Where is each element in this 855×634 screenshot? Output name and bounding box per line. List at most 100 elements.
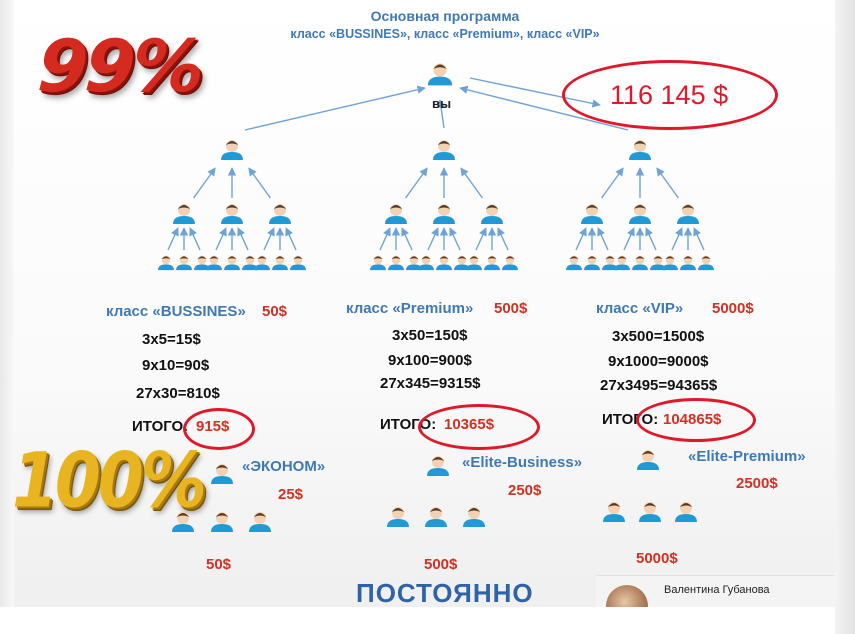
total-value-circle: [183, 408, 255, 450]
bonus-row-person-icon: [211, 512, 233, 532]
bonus-class-name: «Elite-Premium»: [688, 448, 806, 465]
level3-person-icon: [242, 255, 258, 271]
level3-person-icon: [272, 255, 288, 271]
bonus-person-icon: [637, 450, 659, 470]
level1-person-icon: [221, 140, 243, 160]
level2-person-icon: [629, 204, 651, 224]
connector-arrow: [237, 227, 249, 251]
class-vip-price: 5000$: [712, 300, 754, 317]
level3-person-icon: [614, 255, 630, 271]
level3-person-icon: [602, 255, 618, 271]
level3-person-icon: [418, 255, 434, 271]
level2-person-icon: [221, 204, 243, 224]
level3-person-icon: [388, 255, 404, 271]
bonus-class-name: «Elite-Business»: [462, 454, 583, 471]
class-bussines-price: 50$: [262, 303, 288, 320]
level3-person-icon: [632, 255, 648, 271]
level3-person-icon: [370, 255, 386, 271]
connector-arrow: [497, 227, 509, 251]
bonus-person-icon: [211, 464, 233, 484]
level2-person-icon: [481, 204, 503, 224]
level3-person-icon: [650, 255, 666, 271]
bonus-class-name: «ЭКОНОМ»: [242, 458, 326, 475]
program-title: Основная программа: [370, 8, 520, 24]
connector-arrow: [244, 85, 426, 131]
level3-person-icon: [254, 255, 270, 271]
level3-person-icon: [224, 255, 240, 271]
calc-line: 3x50=150$: [392, 327, 468, 344]
level2-person-icon: [173, 204, 195, 224]
bonus-row-person-icon: [639, 502, 661, 522]
connector-arrow: [193, 167, 216, 199]
level3-person-icon: [436, 255, 452, 271]
connector-arrow: [671, 227, 683, 251]
level3-person-icon: [502, 255, 518, 271]
connector-arrow: [475, 227, 487, 251]
class-vip-label: класс «VIP»: [596, 300, 684, 317]
level3-person-icon: [454, 255, 470, 271]
calc-line: 3x500=1500$: [612, 328, 705, 345]
total-label: ИТОГО:: [132, 418, 189, 435]
program-subtitle: класс «BUSSINES», класс «Premium», класс…: [290, 27, 600, 41]
total-income-circle: [562, 60, 778, 130]
calc-line: 9x1000=9000$: [608, 353, 709, 370]
level3-person-icon: [566, 255, 582, 271]
percent-100-badge: 100%: [12, 436, 207, 525]
level3-person-icon: [158, 255, 174, 271]
connector-arrow: [693, 227, 705, 251]
presenter-name: Валентина Губанова: [664, 584, 770, 596]
bonus-row-person-icon: [172, 512, 194, 532]
calc-line: 9x100=900$: [388, 352, 472, 369]
bonus-row-person-icon: [249, 512, 271, 532]
level3-person-icon: [484, 255, 500, 271]
people-figures: [158, 63, 714, 532]
bonus-row-person-icon: [603, 502, 625, 522]
connector-arrow: [167, 227, 179, 251]
class-bussines-label: класс «BUSSINES»: [106, 303, 246, 320]
calc-line: 3x5=15$: [142, 331, 201, 348]
level3-person-icon: [290, 255, 306, 271]
connector-arrow: [449, 227, 461, 251]
level3-person-icon: [698, 255, 714, 271]
connector-arrow: [379, 227, 391, 251]
bonus-class-price: 250$: [508, 482, 542, 499]
bonus-row-person-icon: [463, 507, 485, 527]
connector-arrow: [601, 167, 624, 199]
connector-arrow: [285, 227, 297, 251]
bonus-class-price: 25$: [278, 486, 304, 503]
bonus-class-total: 50$: [206, 556, 232, 573]
level2-person-icon: [269, 204, 291, 224]
total-value-circle: [636, 398, 756, 442]
level2-person-icon: [433, 204, 455, 224]
level2-person-icon: [385, 204, 407, 224]
level2-person-icon: [581, 204, 603, 224]
connector-arrow: [189, 227, 201, 251]
level3-person-icon: [406, 255, 422, 271]
connector-arrow: [263, 227, 275, 251]
class-premium-price: 500$: [494, 300, 528, 317]
bonus-row-person-icon: [425, 507, 447, 527]
level3-person-icon: [206, 255, 222, 271]
bonus-row-person-icon: [675, 502, 697, 522]
bonus-class-total: 500$: [424, 556, 458, 573]
connector-arrow: [401, 227, 413, 251]
level3-person-icon: [176, 255, 192, 271]
level3-person-icon: [584, 255, 600, 271]
level2-person-icon: [677, 204, 699, 224]
bonus-person-icon: [427, 456, 449, 476]
level1-person-icon: [629, 140, 651, 160]
connector-arrow: [597, 227, 609, 251]
level1-person-icon: [433, 140, 455, 160]
level3-person-icon: [194, 255, 210, 271]
connector-arrow: [459, 85, 629, 131]
total-value-circle: [418, 404, 540, 450]
class-premium-label: класс «Premium»: [346, 300, 474, 317]
level3-person-icon: [680, 255, 696, 271]
connector-arrow: [623, 227, 635, 251]
level3-person-icon: [466, 255, 482, 271]
connector-arrow: [405, 167, 428, 199]
connector-arrow: [645, 227, 657, 251]
connector-arrow: [248, 167, 271, 199]
bottom-bar: [0, 607, 855, 634]
